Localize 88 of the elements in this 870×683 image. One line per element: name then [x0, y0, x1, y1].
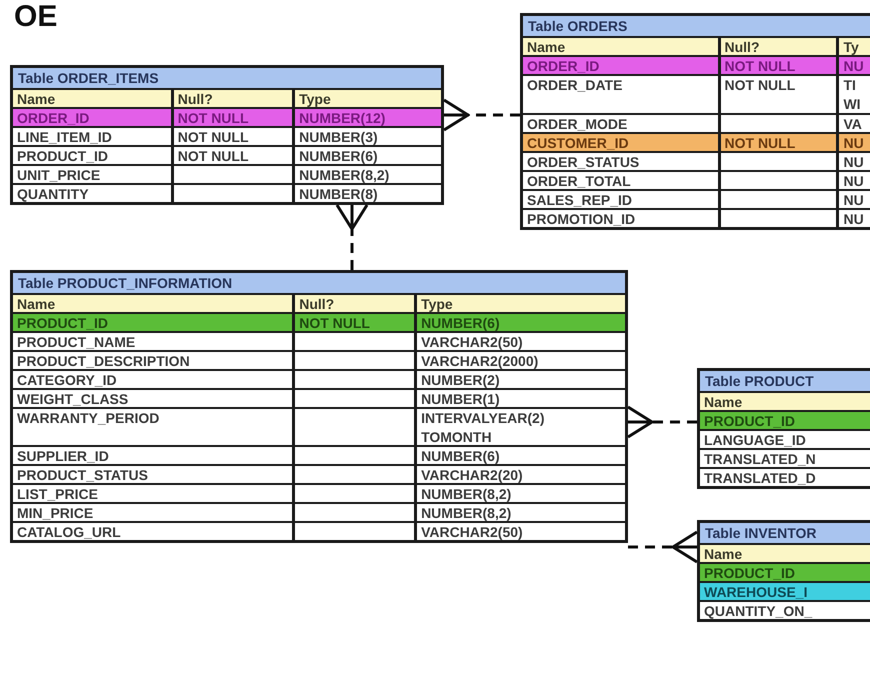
nullability: NOT NULL: [178, 109, 249, 126]
data-type: VARCHAR2(50): [421, 333, 523, 350]
column-name: PROMOTION_ID: [527, 210, 636, 227]
data-type: VARCHAR2(50): [421, 523, 523, 540]
column-header: Type: [299, 90, 331, 107]
column-name: PRODUCT_DESCRIPTION: [17, 352, 190, 369]
data-type: NUMBER(6): [299, 147, 378, 164]
column-name: CATEGORY_ID: [17, 371, 117, 388]
column-name: PRODUCT_ID: [17, 314, 108, 331]
column-name: WARRANTY_PERIOD: [17, 409, 160, 428]
data-type: NU: [843, 134, 864, 151]
column-name: LINE_ITEM_ID: [17, 128, 112, 145]
column-name: QUANTITY_ON_: [704, 602, 812, 619]
column-header: Name: [17, 295, 56, 312]
table-box: [10, 65, 444, 205]
column-name: LIST_PRICE: [17, 485, 98, 502]
table-title: Table ORDER_ITEMS: [13, 68, 441, 88]
data-type: NU: [843, 153, 864, 170]
data-type: VARCHAR2(20): [421, 466, 523, 483]
data-type: NUMBER(8,2): [299, 166, 390, 183]
column-header: Name: [17, 90, 56, 107]
column-name: CATALOG_URL: [17, 523, 121, 540]
column-name: SALES_REP_ID: [527, 191, 632, 208]
data-type: VA: [843, 115, 862, 132]
column-header: Ty: [843, 38, 859, 55]
data-type: NUMBER(12): [299, 109, 386, 126]
data-type: NU: [843, 210, 864, 227]
data-type: NUMBER(6): [421, 447, 500, 464]
table-box: [10, 270, 628, 543]
column-name: UNIT_PRICE: [17, 166, 100, 183]
relationship-line: [442, 98, 520, 132]
column-header: Null?: [299, 295, 334, 312]
data-type: INTERVALYEAR(2) TOMONTH: [421, 409, 546, 445]
nullability: NOT NULL: [724, 76, 796, 95]
column-name: PRODUCT_ID: [17, 147, 108, 164]
column-name: TRANSLATED_N: [704, 450, 816, 467]
nullability: NOT NULL: [178, 128, 249, 145]
column-name: ORDER_MODE: [527, 115, 628, 132]
column-name: ORDER_DATE: [527, 76, 622, 95]
column-name: ORDER_STATUS: [527, 153, 640, 170]
schema-name: OE: [14, 0, 58, 34]
data-type: NU: [843, 57, 864, 74]
data-type: NUMBER(8): [299, 185, 378, 202]
relationship-line: [628, 530, 698, 564]
table-box: [697, 520, 870, 622]
column-name: PRODUCT_STATUS: [17, 466, 148, 483]
column-header: Name: [704, 545, 742, 562]
column-name: SUPPLIER_ID: [17, 447, 109, 464]
column-name: MIN_PRICE: [17, 504, 94, 521]
nullability: NOT NULL: [724, 57, 796, 74]
data-type: VARCHAR2(2000): [421, 352, 538, 369]
data-type: NU: [843, 172, 864, 189]
data-type: NU: [843, 191, 864, 208]
column-header: Type: [421, 295, 453, 312]
table-box: [520, 13, 870, 230]
column-name: LANGUAGE_ID: [704, 431, 806, 448]
column-name: WAREHOUSE_I: [704, 583, 808, 600]
nullability: NOT NULL: [299, 314, 370, 331]
column-header: Null?: [724, 38, 760, 55]
data-type: NUMBER(8,2): [421, 504, 512, 521]
nullability: NOT NULL: [724, 134, 796, 151]
table-title: Table PRODUCT_INFORMATION: [13, 273, 625, 293]
nullability: NOT NULL: [178, 147, 249, 164]
column-name: PRODUCT_ID: [704, 564, 796, 581]
table-title: Table PRODUCT: [700, 371, 870, 391]
table-title: Table INVENTOR: [700, 523, 870, 543]
table-title: Table ORDERS: [523, 16, 870, 36]
table-box: [697, 368, 870, 489]
column-name: ORDER_ID: [17, 109, 90, 126]
data-type: NUMBER(2): [421, 371, 500, 388]
data-type: NUMBER(8,2): [421, 485, 512, 502]
column-name: ORDER_ID: [527, 57, 600, 74]
relationship-line: [336, 204, 368, 270]
column-header: Null?: [178, 90, 213, 107]
column-header: Name: [527, 38, 566, 55]
relationship-line: [626, 406, 697, 438]
column-header: Name: [704, 393, 742, 410]
column-name: PRODUCT_ID: [704, 412, 796, 429]
column-name: CUSTOMER_ID: [527, 134, 629, 151]
column-name: PRODUCT_NAME: [17, 333, 136, 350]
data-type: TI WI: [843, 76, 862, 113]
column-name: WEIGHT_CLASS: [17, 390, 128, 407]
column-name: TRANSLATED_D: [704, 469, 816, 486]
data-type: NUMBER(6): [421, 314, 500, 331]
column-name: ORDER_TOTAL: [527, 172, 631, 189]
column-name: QUANTITY: [17, 185, 89, 202]
data-type: NUMBER(3): [299, 128, 378, 145]
data-type: NUMBER(1): [421, 390, 500, 407]
